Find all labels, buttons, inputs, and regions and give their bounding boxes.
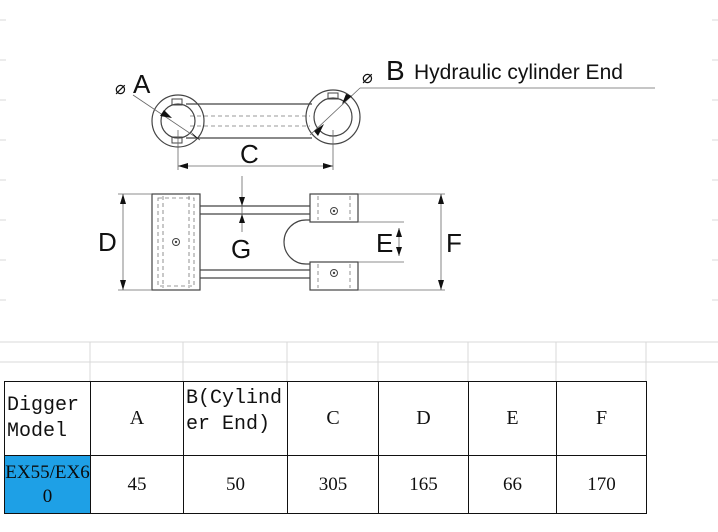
label-d: D — [98, 227, 117, 257]
header-digger-model: Digger Model — [4, 381, 91, 456]
header-a: A — [90, 381, 184, 456]
header-b: B(Cylinder End) — [183, 381, 288, 456]
cell-d: 165 — [378, 455, 469, 514]
table-header-row: Digger Model A B(Cylinder End) C D E F — [4, 381, 647, 456]
header-c: C — [287, 381, 379, 456]
cell-c: 305 — [287, 455, 379, 514]
spec-table: Digger Model A B(Cylinder End) C D E F E… — [4, 381, 647, 514]
label-b: B — [386, 55, 405, 86]
label-a: A — [133, 69, 151, 99]
side-view-link — [118, 176, 445, 291]
diameter-symbol-a: ⌀ — [115, 78, 126, 98]
diameter-symbol-b: ⌀ — [362, 67, 373, 87]
cell-f: 170 — [556, 455, 647, 514]
label-f: F — [446, 228, 462, 258]
cell-model: EX55/EX60 — [4, 455, 91, 514]
cell-b: 50 — [183, 455, 288, 514]
label-b-caption: Hydraulic cylinder End — [414, 61, 623, 84]
label-c: C — [240, 139, 259, 169]
header-e: E — [468, 381, 557, 456]
cell-e: 66 — [468, 455, 557, 514]
header-d: D — [378, 381, 469, 456]
spreadsheet-gridlines — [0, 19, 718, 381]
header-f: F — [556, 381, 647, 456]
label-e: E — [376, 228, 393, 258]
table-row: EX55/EX60 45 50 305 165 66 170 — [4, 455, 647, 514]
label-g: G — [231, 234, 251, 264]
cell-a: 45 — [90, 455, 184, 514]
top-view-link — [132, 87, 655, 170]
